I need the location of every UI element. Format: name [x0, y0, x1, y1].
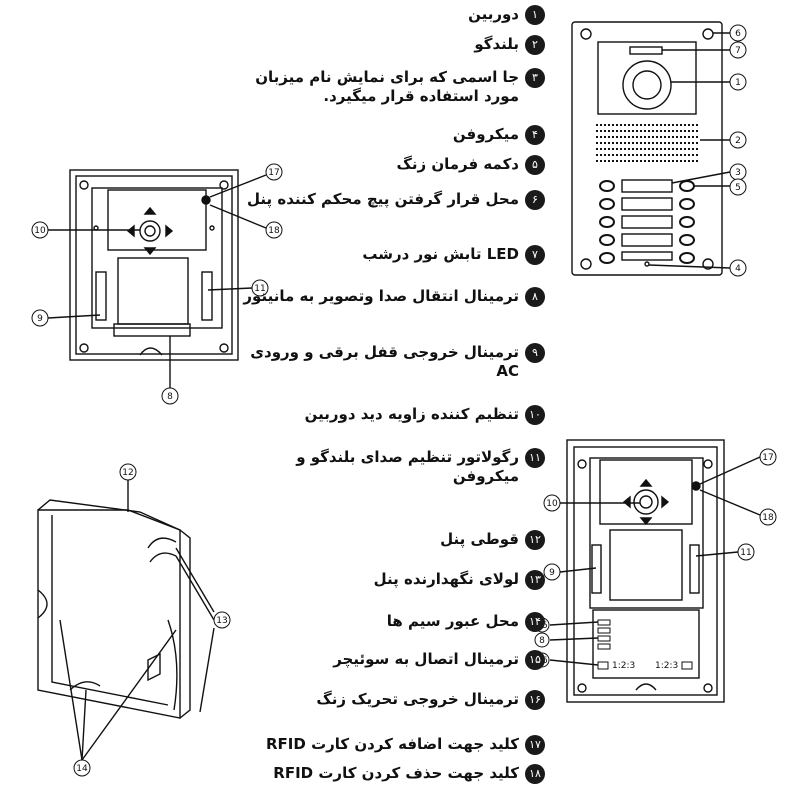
legend: ١ دوربین ٢ بلندگو ٣ جا اسمی که برای نمایش ن…	[225, 0, 545, 790]
svg-text:18: 18	[268, 226, 280, 236]
svg-text:3: 3	[735, 168, 741, 178]
svg-text:1:2:3: 1:2:3	[655, 661, 678, 671]
legend-text: ترمینال اتصال به سوئیچر	[333, 650, 519, 668]
legend-number: ١	[525, 5, 545, 25]
legend-item: ۵ دکمه فرمان زنگ	[396, 155, 545, 175]
legend-number: ۶	[525, 190, 545, 210]
svg-text:1: 1	[735, 78, 741, 88]
legend-number: ۴	[525, 125, 545, 145]
legend-text: جا اسمی که برای نمایش نام میزبان مورد اس…	[255, 68, 519, 105]
svg-text:4: 4	[735, 264, 741, 274]
svg-text:17: 17	[268, 168, 279, 178]
legend-number: ٩	[525, 343, 545, 363]
legend-number: ٧	[525, 245, 545, 265]
legend-number: ١٣	[525, 570, 545, 590]
legend-text: ترمینال انتقال صدا وتصویر به مانیتور	[243, 287, 519, 305]
legend-text: تنظیم کننده زاویه دید دوربین	[304, 405, 519, 423]
callout-back2: 17 10 18 9 11 15 8 16 1:2:3 1:2:3	[534, 448, 777, 671]
legend-item: ١٢ قوطی پنل	[440, 530, 545, 550]
svg-text:2: 2	[735, 136, 741, 146]
legend-number: ٣	[525, 68, 545, 88]
legend-text: ترمینال خروجی تحریک زنگ	[316, 690, 519, 708]
svg-text:9: 9	[549, 568, 555, 578]
svg-text:8: 8	[167, 392, 173, 402]
legend-number: ١٠	[525, 405, 545, 425]
svg-text:9: 9	[37, 314, 43, 324]
legend-item: ٨ ترمینال انتقال صدا وتصویر به مانیتور	[243, 287, 545, 307]
legend-text: بلندگو	[474, 35, 519, 53]
back-panel-drawing	[47, 169, 267, 390]
call-buttons	[599, 180, 695, 264]
legend-item: ١١ رگولاتور تنظیم صدای بلندگو و میکروفن	[229, 448, 545, 486]
svg-text:17: 17	[762, 453, 773, 463]
legend-number: ٢	[525, 35, 545, 55]
legend-text: ترمینال خروجی قفل برقی و ورودی AC	[250, 343, 519, 380]
legend-item: ١٧ کلید جهت اضافه کردن کارت RFID	[266, 735, 545, 755]
legend-number: ١۶	[525, 690, 545, 710]
legend-number: ١٧	[525, 735, 545, 755]
back-panel-2-drawing	[549, 439, 761, 703]
legend-number: ١٢	[525, 530, 545, 550]
legend-item: ١۶ ترمینال خروجی تحریک زنگ	[316, 690, 545, 710]
svg-text:12: 12	[122, 468, 133, 478]
legend-item: ٩ ترمینال خروجی قفل برقی و ورودی AC	[229, 343, 545, 381]
legend-text: LED تابش نور درشب	[362, 245, 519, 263]
svg-text:11: 11	[740, 548, 751, 558]
name-slots	[621, 179, 673, 261]
legend-text: میکروفن	[452, 125, 519, 143]
legend-item: ١٠ تنظیم کننده زاویه دید دوربین	[305, 405, 545, 425]
legend-text: محل عبور سیم ها	[386, 612, 519, 630]
legend-item: ٣ جا اسمی که برای نمایش نام میزبان مورد ا…	[229, 68, 545, 106]
legend-number: ١۴	[525, 612, 545, 632]
svg-text:10: 10	[34, 226, 46, 236]
legend-text: محل قرار گرفتن پیچ محکم کننده پنل	[246, 190, 519, 208]
svg-text:6: 6	[735, 29, 741, 39]
legend-text: قوطی پنل	[440, 530, 519, 548]
legend-text: دکمه فرمان زنگ	[396, 155, 519, 173]
legend-item: ١۴ محل عبور سیم ها	[387, 612, 545, 632]
legend-item: ١۵ ترمینال اتصال به سوئیچر	[333, 650, 545, 670]
legend-text: کلید جهت حذف کردن کارت RFID	[273, 764, 519, 782]
svg-text:8: 8	[539, 636, 545, 646]
legend-item: ٢ بلندگو	[474, 35, 545, 55]
svg-text:7: 7	[735, 46, 741, 56]
legend-text: رگولاتور تنظیم صدای بلندگو و میکروفن	[296, 448, 519, 485]
svg-text:18: 18	[762, 513, 774, 523]
legend-item: ۴ میکروفن	[453, 125, 545, 145]
legend-text: کلید جهت اضافه کردن کارت RFID	[266, 735, 519, 753]
legend-item: ١ دوربین	[468, 5, 545, 25]
legend-text: دوربین	[468, 5, 519, 23]
legend-text: لولای نگهدارنده پنل	[373, 570, 519, 588]
front-panel-drawing	[571, 21, 731, 276]
legend-number: ١۵	[525, 650, 545, 670]
callout-back: 17 10 18 11 9 8	[31, 163, 283, 405]
panel-box-drawing	[37, 478, 215, 761]
callout-front: 6 7 1 2 3 5 4	[729, 24, 747, 277]
legend-item: ١٨ کلید جهت حذف کردن کارت RFID	[273, 764, 545, 784]
svg-text:14: 14	[76, 764, 88, 774]
svg-text:5: 5	[735, 183, 741, 193]
legend-item: ١٣ لولای نگهدارنده پنل	[374, 570, 545, 590]
legend-number: ١٨	[525, 764, 545, 784]
svg-text:1:2:3: 1:2:3	[612, 661, 635, 671]
legend-number: ١١	[525, 448, 545, 468]
speaker-grille	[596, 124, 700, 162]
svg-text:13: 13	[216, 616, 227, 626]
legend-number: ۵	[525, 155, 545, 175]
legend-item: ۶ محل قرار گرفتن پیچ محکم کننده پنل	[247, 190, 545, 210]
legend-item: ٧ LED تابش نور درشب	[362, 245, 545, 265]
svg-text:11: 11	[254, 284, 265, 294]
legend-number: ٨	[525, 287, 545, 307]
svg-text:10: 10	[546, 499, 558, 509]
callout-box: 12 13 14	[73, 463, 231, 777]
